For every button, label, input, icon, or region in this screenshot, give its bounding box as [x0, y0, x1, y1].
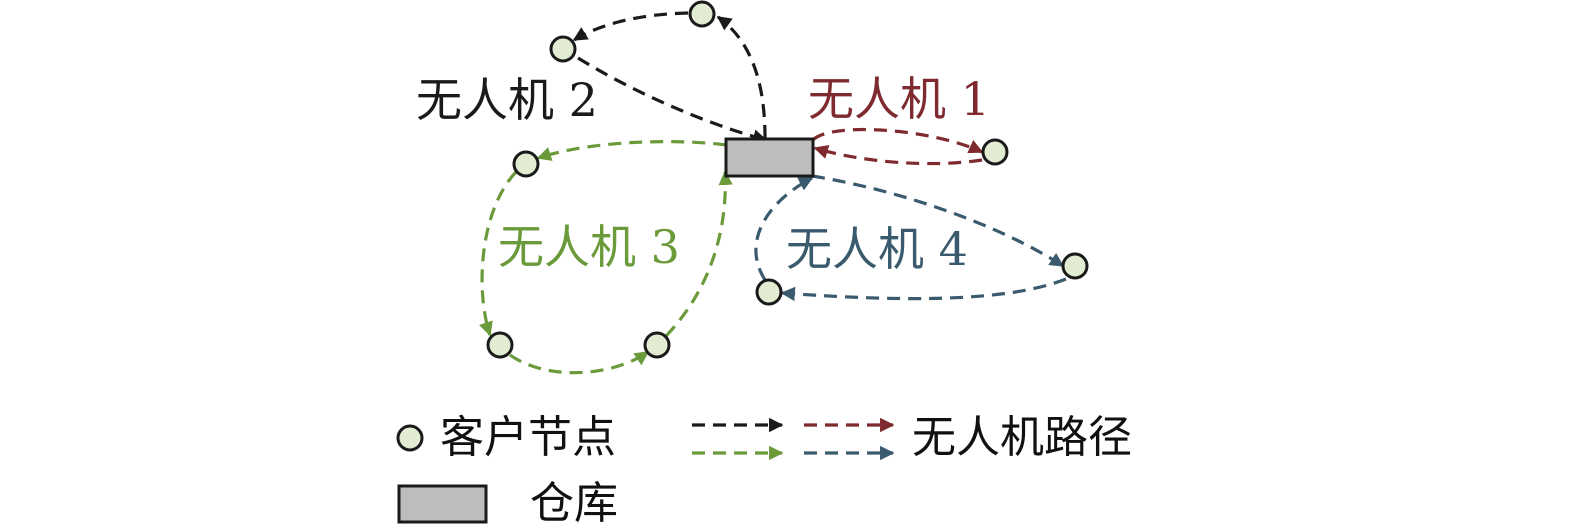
customer-node [643, 331, 671, 359]
route-label-drone-3: 无人机 3 [498, 220, 680, 274]
customer-node [549, 35, 577, 63]
route-drone-3-segment [664, 170, 733, 338]
route-drone-2 [572, 11, 768, 144]
customer-node [755, 278, 783, 306]
route-drone-3-segment [509, 350, 650, 375]
route-drone-2-segment [572, 11, 689, 42]
route-drone-4-segment [754, 176, 814, 281]
route-label-drone-2: 无人机 2 [416, 73, 598, 127]
customer-node [981, 138, 1009, 166]
legend: 客户节点 无人机路径 仓库 [396, 412, 1132, 528]
route-drone-1-segment [811, 128, 984, 154]
route-drone-4 [754, 174, 1067, 302]
customer-node [512, 150, 540, 178]
route-drone-3-segment [536, 140, 727, 161]
route-drone-1-segment [813, 144, 983, 166]
route-label-drone-1: 无人机 1 [808, 72, 990, 126]
legend-warehouse-swatch [397, 484, 488, 524]
route-drone-4-segment [780, 277, 1067, 302]
legend-customer-node-swatch [396, 424, 424, 452]
legend-warehouse-label: 仓库 [530, 478, 618, 528]
warehouse [724, 137, 815, 178]
route-drone-3 [479, 140, 733, 375]
route-drone-4-segment [811, 174, 1065, 268]
route-drone-2-segment [716, 15, 767, 139]
route-drone-2-segment [577, 56, 768, 144]
customer-node [486, 331, 514, 359]
legend-customer-node-label: 客户节点 [440, 412, 616, 463]
route-drone-1 [811, 128, 984, 166]
legend-drone-path-label: 无人机路径 [912, 412, 1132, 463]
route-label-drone-4: 无人机 4 [786, 222, 968, 276]
customer-node [688, 0, 716, 28]
route-drone-3-segment [479, 170, 518, 337]
customer-node [1061, 252, 1089, 280]
customer-nodes [486, 0, 1089, 359]
